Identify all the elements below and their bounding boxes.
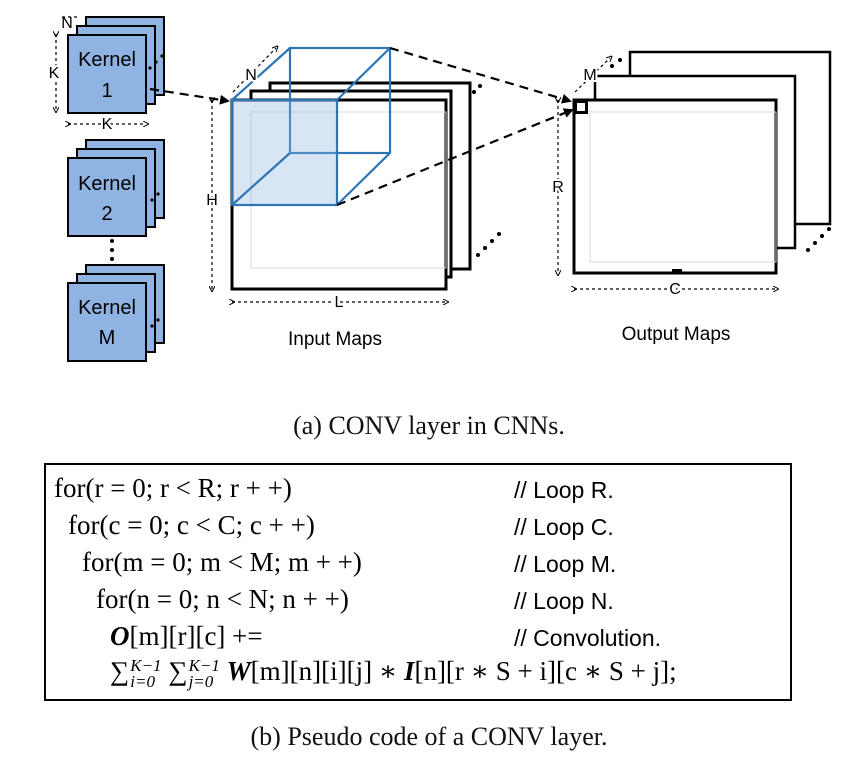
output-c-label: C [669,281,681,298]
output-symbol: O [110,621,130,651]
kernel-k-bottom-label: K [102,116,113,133]
output-m-label: M [583,67,596,84]
input-symbol: I [403,656,415,686]
output-maps-label: Output Maps [622,324,731,345]
conv-window-cube [230,46,392,207]
conv-layer-diagram: Kernel 1 Kernel 2 Kernel M N K K [47,15,832,362]
comment-loop-c: // Loop C. [514,514,614,540]
kernel-2-index: 2 [101,203,112,225]
sigma-j-lower: j=0 [188,671,214,691]
kernel-k-side-label: K [49,65,60,82]
output-dimensions [558,58,776,289]
input-l-label: L [335,294,344,311]
mapping-arrows [149,46,574,207]
comment-loop-m: // Loop M. [514,551,617,577]
window-top-to-output-arrow [389,46,572,104]
comment-loop-n: // Loop N. [514,588,614,614]
input-indices: [n][r ∗ S + i][c ∗ S + j]; [414,656,677,686]
kernel-dimensions [56,16,146,124]
input-depth-dots [472,84,501,257]
code-line-c: for(c = 0; c < C; c + +) [68,510,315,540]
kernel-1-label: Kernel [78,49,136,71]
input-maps-label: Input Maps [288,329,382,350]
kernel-stack-ellipsis [110,239,114,261]
sigma-i-lower: i=0 [130,671,155,691]
sigma-j-upper: K−1 [188,655,220,675]
code-line-m: for(m = 0; m < M; m + +) [82,547,362,577]
input-n-label: N [245,67,257,84]
sigma-i-upper: K−1 [130,655,162,675]
sigma-i: ∑ [110,656,130,686]
kernel-stack-2: Kernel 2 [67,139,165,237]
kernel-m-index: M [99,327,116,349]
caption-a: (a) CONV layer in CNNs. [293,411,565,440]
sigma-j: ∑ [168,656,188,686]
output-depth-dots [610,58,831,252]
kernel-1-index: 1 [101,80,112,102]
input-maps [230,81,472,291]
input-h-label: H [206,192,218,209]
kernel-n-label: N [61,15,73,32]
output-indices: [m][r][c] += [129,621,263,651]
comment-convolution: // Convolution. [514,625,662,651]
kernel-to-input-arrow [149,87,230,105]
output-maps [572,50,832,275]
kernel-2-label: Kernel [78,173,136,195]
weight-indices: [m][n][i][j] ∗ [250,656,404,686]
weight-symbol: W [226,656,251,686]
window-bottom-to-output-arrow [336,108,574,207]
kernel-stack-m: Kernel M [67,264,165,362]
kernel-stack-1: Kernel 1 [67,16,165,114]
caption-b: (b) Pseudo code of a CONV layer. [250,722,608,751]
input-dimensions [212,48,446,302]
output-r-label: R [552,179,564,196]
kernel-depth-dots [148,54,164,328]
code-line-conv: O[m][r][c] += [110,621,263,652]
kernel-m-label: Kernel [78,297,136,319]
pseudo-code-box: for(r = 0; r < R; r + +) // Loop R. for(… [44,463,792,701]
comment-loop-r: // Loop R. [514,477,614,503]
code-line-r: for(r = 0; r < R; r + +) [54,473,292,503]
code-line-n: for(n = 0; n < N; n + +) [96,584,349,614]
